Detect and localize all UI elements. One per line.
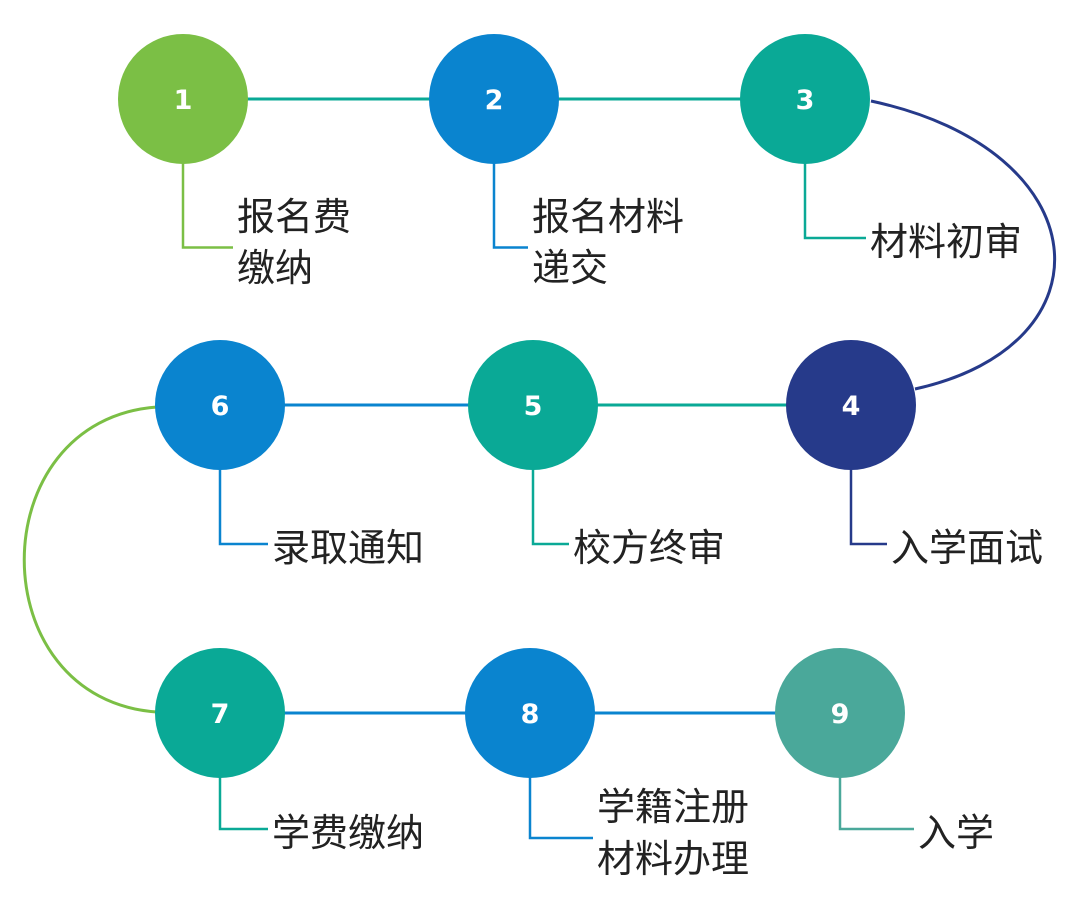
step-label-5-line-1: 校方终审	[573, 526, 725, 570]
step-label-4-line-1: 入学面试	[891, 526, 1043, 570]
step-circle-7	[155, 648, 285, 778]
step-number-6: 6	[211, 391, 230, 422]
step-circle-5	[468, 340, 598, 470]
step-circle-2	[429, 34, 559, 164]
leader-line-9	[838, 776, 914, 831]
step-label-1-line-1: 报名费	[237, 195, 351, 239]
step-circle-6	[155, 340, 285, 470]
step-number-1: 1	[174, 85, 193, 116]
step-number-9: 9	[831, 699, 850, 730]
step-number-4: 4	[842, 391, 861, 422]
step-label-8-line-2: 材料办理	[597, 837, 749, 881]
leader-line-7	[218, 776, 268, 831]
leader-line-3	[803, 162, 866, 240]
step-label-9-line-1: 入学	[918, 811, 994, 855]
step-label-3-line-1: 材料初审	[870, 220, 1022, 264]
step-number-8: 8	[521, 699, 540, 730]
connector-6-to-7	[22, 405, 158, 714]
step-label-2-line-1: 报名材料	[532, 195, 684, 239]
step-circle-3	[740, 34, 870, 164]
step-number-3: 3	[796, 85, 815, 116]
step-circle-9	[775, 648, 905, 778]
step-circle-8	[465, 648, 595, 778]
step-number-7: 7	[211, 699, 230, 730]
leader-line-5	[531, 468, 569, 546]
leader-line-1	[181, 162, 233, 249]
leader-line-8	[528, 776, 593, 840]
step-number-5: 5	[524, 391, 543, 422]
step-label-1-line-2: 缴纳	[237, 246, 313, 290]
step-label-8-line-1: 学籍注册	[597, 785, 749, 829]
leader-line-2	[492, 162, 528, 249]
step-label-6-line-1: 录取通知	[272, 526, 424, 570]
step-number-2: 2	[485, 85, 504, 116]
step-circle-4	[786, 340, 916, 470]
step-circle-1	[118, 34, 248, 164]
leader-line-6	[218, 468, 268, 546]
step-label-7-line-1: 学费缴纳	[272, 811, 424, 855]
step-label-2-line-2: 递交	[532, 246, 608, 290]
leader-line-4	[849, 468, 887, 546]
connector-3-to-4	[870, 99, 1057, 391]
